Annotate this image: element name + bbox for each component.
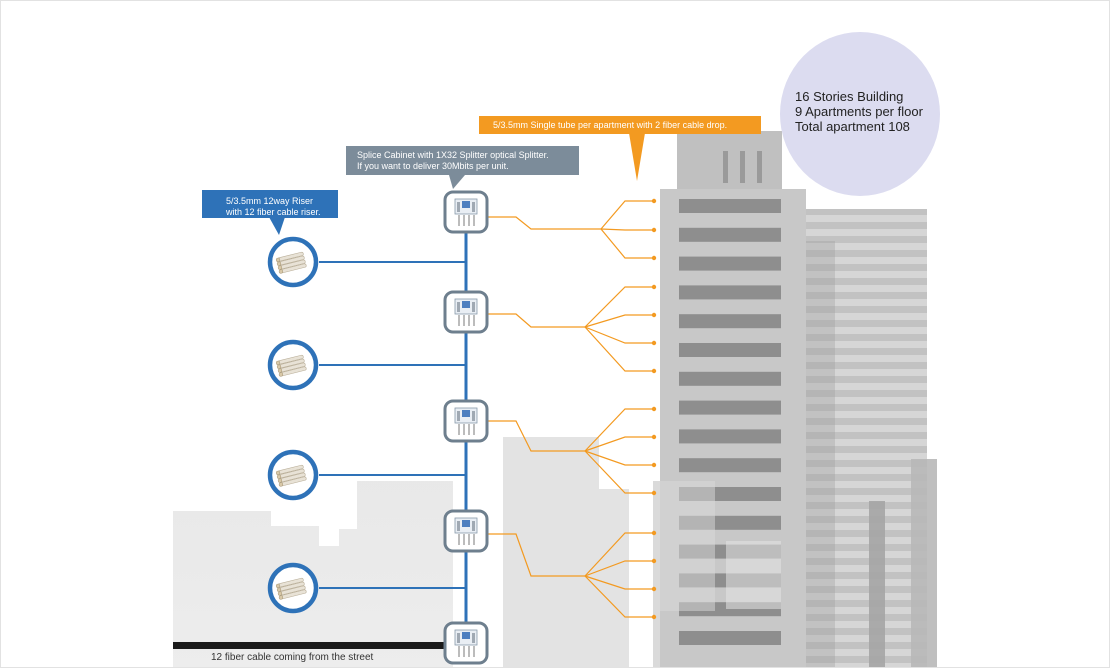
splice-cabinet-icon bbox=[443, 621, 489, 665]
apartments-per-floor: 9 Apartments per floor bbox=[795, 104, 923, 119]
apartment-drop-point bbox=[651, 558, 657, 564]
drop-cable-trees bbox=[488, 198, 657, 620]
cabinet-callout-line2: If you want to deliver 30Mbits per unit. bbox=[357, 161, 509, 171]
apartment-drop-point bbox=[651, 614, 657, 620]
main-tower bbox=[655, 131, 806, 667]
apartment-drop-point bbox=[651, 227, 657, 233]
apartment-drop-point bbox=[651, 312, 657, 318]
apartment-drop-point bbox=[651, 198, 657, 204]
building-stories: 16 Stories Building bbox=[795, 89, 904, 104]
building-info-circle bbox=[780, 32, 940, 196]
splice-cabinet-icon bbox=[443, 399, 489, 443]
apartment-drop-point bbox=[651, 586, 657, 592]
fiber-bundle-icon bbox=[267, 236, 319, 288]
riser-callout: 5/3.5mm 12way Riser with 12 fiber cable … bbox=[202, 190, 338, 218]
street-cable-label: 12 fiber cable coming from the street bbox=[211, 652, 374, 663]
apartment-drop-point bbox=[651, 530, 657, 536]
cabinet-callout-pointer bbox=[449, 175, 465, 189]
apartment-drop-point bbox=[651, 490, 657, 496]
cabinet-icons bbox=[443, 190, 489, 665]
apartment-drop-point bbox=[651, 340, 657, 346]
riser-connectors bbox=[319, 261, 466, 589]
splice-cabinet-icon bbox=[443, 509, 489, 553]
street-cable bbox=[173, 642, 446, 649]
building-info: 16 Stories Building 9 Apartments per flo… bbox=[795, 89, 923, 134]
cabinet-callout: Splice Cabinet with 1X32 Splitter optica… bbox=[346, 146, 579, 175]
splice-cabinet-icon bbox=[443, 290, 489, 334]
drop-callout-pointer bbox=[629, 133, 645, 181]
drop-tree bbox=[488, 198, 657, 261]
riser-callout-line2: with 12 fiber cable riser. bbox=[226, 207, 321, 217]
cabinet-callout-line1: Splice Cabinet with 1X32 Splitter optica… bbox=[357, 150, 549, 160]
drop-callout: 5/3.5mm Single tube per apartment with 2… bbox=[479, 116, 761, 134]
apartment-drop-point bbox=[651, 284, 657, 290]
fiber-bundle-icon bbox=[267, 449, 319, 501]
drop-callout-line1: 5/3.5mm Single tube per apartment with 2… bbox=[493, 120, 728, 130]
apartment-drop-point bbox=[651, 462, 657, 468]
fiber-bundle-icon bbox=[267, 339, 319, 391]
drop-tree bbox=[488, 530, 657, 620]
riser-callout-line1: 5/3.5mm 12way Riser bbox=[226, 196, 314, 206]
drop-tree bbox=[488, 406, 657, 496]
apartment-drop-point bbox=[651, 368, 657, 374]
back-tower bbox=[791, 209, 937, 667]
total-apartments: Total apartment 108 bbox=[795, 119, 910, 134]
riser-icons bbox=[267, 236, 319, 614]
apartment-drop-point bbox=[651, 255, 657, 261]
apartment-drop-point bbox=[651, 406, 657, 412]
apartment-drop-point bbox=[651, 434, 657, 440]
splice-cabinet-icon bbox=[443, 190, 489, 234]
riser-callout-pointer bbox=[269, 217, 285, 235]
drop-tree bbox=[488, 284, 657, 374]
fiber-bundle-icon bbox=[267, 562, 319, 614]
